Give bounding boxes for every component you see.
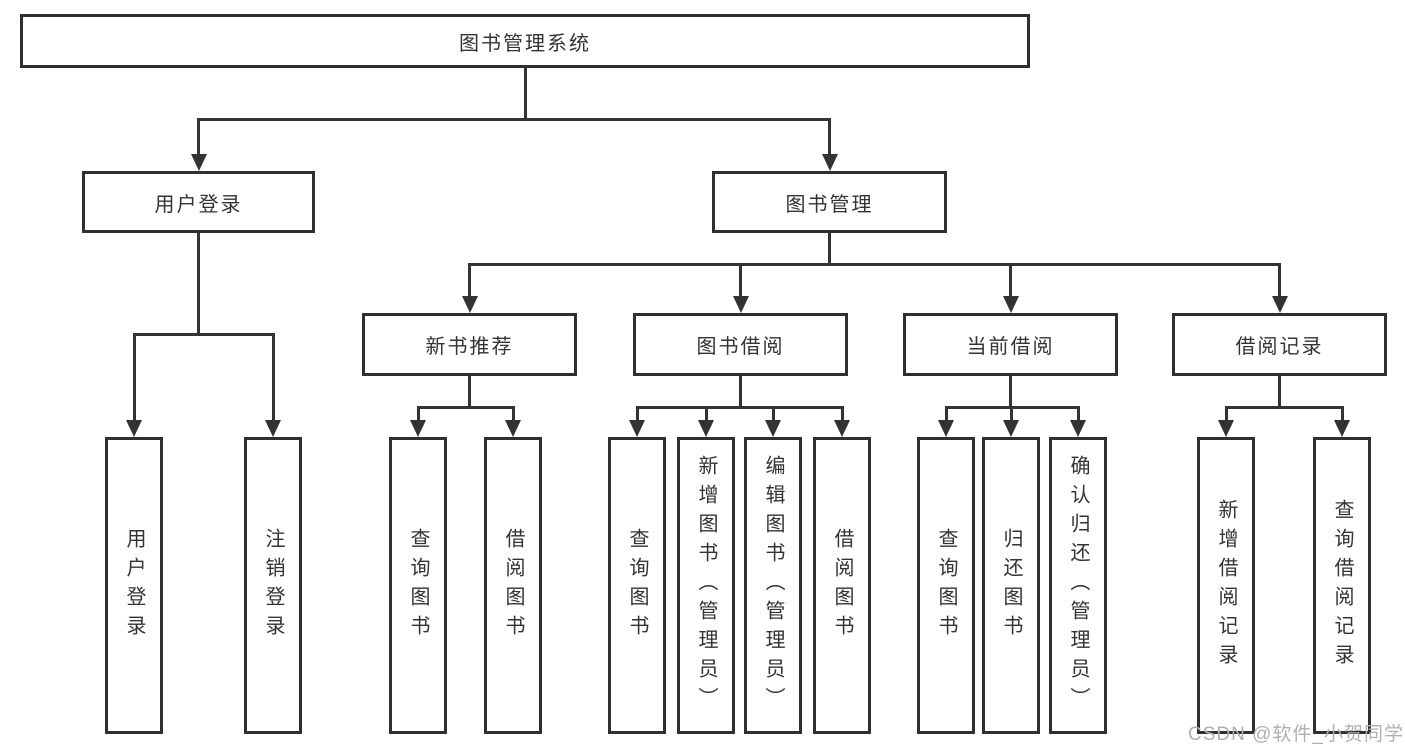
leaf-borrow-borrow-books: 借阅图书	[813, 437, 871, 734]
arrow-down	[1002, 296, 1019, 313]
connector-shaft	[1009, 263, 1012, 298]
connector-shaft	[271, 333, 275, 422]
leaf-record-add-borrow-record: 新增借阅记录	[1197, 437, 1255, 734]
arrow-down	[1003, 420, 1019, 437]
leaf-newbook-borrow-books: 借阅图书	[484, 437, 542, 734]
connector-record-stem	[1278, 376, 1281, 409]
connector-shaft	[828, 118, 831, 156]
connector-shaft	[1278, 263, 1281, 298]
node-root: 图书管理系统	[20, 14, 1030, 68]
arrow-down	[190, 154, 207, 171]
arrow-down	[765, 420, 781, 437]
arrow-down	[410, 420, 426, 437]
arrow-down	[126, 420, 142, 437]
connector-current-stem	[1009, 376, 1012, 409]
node-book-management: 图书管理	[712, 171, 947, 233]
connector-bookborrow-hline	[635, 406, 844, 409]
arrow-down	[1070, 420, 1086, 437]
connector-shaft	[1076, 406, 1080, 422]
node-book-borrow: 图书借阅	[633, 313, 848, 376]
connector-newbook-hline	[416, 406, 515, 409]
leaf-newbook-query-books: 查询图书	[389, 437, 447, 734]
leaf-current-query-books: 查询图书	[917, 437, 975, 734]
connector-root-stem	[523, 68, 527, 121]
connector-shaft	[511, 406, 515, 422]
arrow-down	[461, 296, 478, 313]
connector-shaft	[635, 406, 639, 422]
connector-shaft	[132, 333, 136, 422]
connector-shaft	[197, 118, 200, 156]
node-user-login: 用户登录	[82, 171, 315, 233]
connector-shaft	[771, 406, 775, 422]
connector-shaft	[739, 263, 742, 298]
connector-root-hline	[197, 118, 831, 121]
leaf-borrow-edit-books-admin: 编辑图书（管理员）	[744, 437, 802, 734]
leaf-borrow-add-books-admin: 新增图书（管理员）	[677, 437, 735, 734]
leaf-record-query-borrow-record: 查询借阅记录	[1313, 437, 1371, 734]
node-borrow-record: 借阅记录	[1172, 313, 1387, 376]
leaf-logout: 注销登录	[244, 437, 302, 734]
leaf-user-login: 用户登录	[105, 437, 163, 734]
arrow-down	[1271, 296, 1288, 313]
csdn-watermark: CSDN @软件_小贺同学	[1188, 724, 1404, 745]
arrow-down	[821, 154, 838, 171]
connector-shaft	[416, 406, 420, 422]
connector-bookmgmt-hline	[468, 263, 1281, 266]
connector-shaft	[1009, 406, 1013, 422]
arrow-down	[1334, 420, 1350, 437]
connector-userlogin-stem	[197, 233, 200, 336]
arrow-down	[1218, 420, 1234, 437]
connector-shaft	[1340, 406, 1344, 422]
connector-userlogin-hline	[132, 333, 275, 336]
arrow-down	[698, 420, 714, 437]
arrow-down	[834, 420, 850, 437]
arrow-down	[629, 420, 645, 437]
node-new-book-recommend: 新书推荐	[362, 313, 577, 376]
connector-shaft	[944, 406, 948, 422]
connector-shaft	[468, 263, 471, 298]
arrow-down	[265, 420, 281, 437]
arrow-down	[505, 420, 521, 437]
connector-bookborrow-stem	[739, 376, 742, 409]
leaf-borrow-query-books: 查询图书	[608, 437, 666, 734]
leaf-current-confirm-return-admin: 确认归还（管理员）	[1049, 437, 1107, 734]
connector-newbook-stem	[468, 376, 471, 409]
arrow-down	[938, 420, 954, 437]
connector-shaft	[840, 406, 844, 422]
connector-shaft	[1224, 406, 1228, 422]
connector-bookmgmt-stem	[828, 233, 831, 266]
arrow-down	[732, 296, 749, 313]
connector-shaft	[704, 406, 708, 422]
leaf-current-return-books: 归还图书	[982, 437, 1040, 734]
connector-record-hline	[1224, 406, 1344, 409]
node-current-borrow: 当前借阅	[903, 313, 1118, 376]
